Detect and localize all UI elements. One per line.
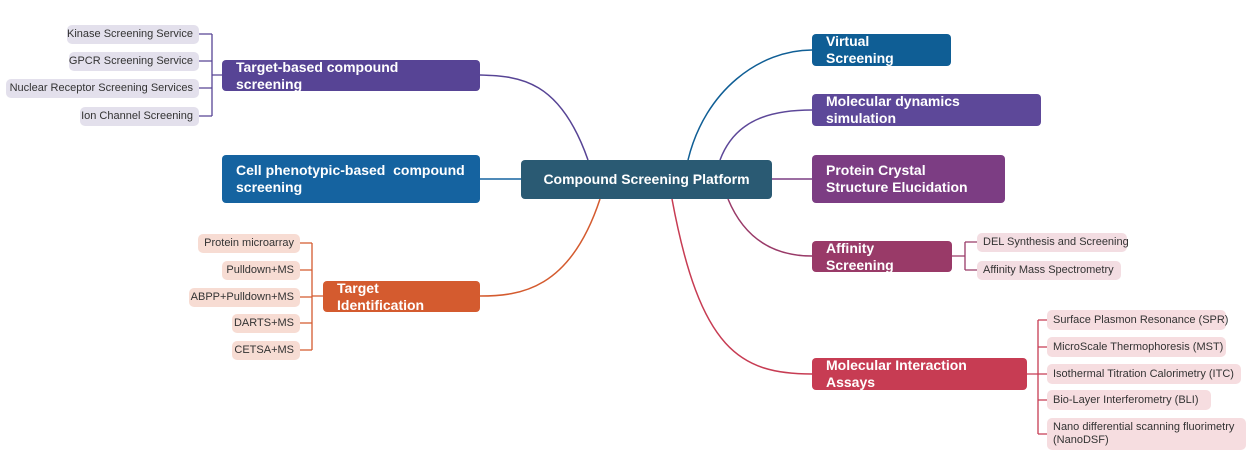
leaf-gpcr-screening-label: GPCR Screening Service bbox=[68, 55, 193, 67]
bracket-target-based bbox=[199, 33, 222, 117]
link-molecular-dynamics bbox=[719, 109, 813, 161]
leaf-kinase-screening-label: Kinase Screening Service bbox=[67, 28, 193, 40]
leaf-spr[interactable]: Surface Plasmon Resonance (SPR) bbox=[1047, 310, 1229, 330]
branch-cell-phenotypic-label: Cell phenotypic-based compound screening bbox=[236, 162, 469, 195]
branch-cell-phenotypic[interactable]: Cell phenotypic-based compound screening bbox=[222, 155, 480, 203]
leaf-gpcr-screening[interactable]: GPCR Screening Service bbox=[69, 52, 199, 71]
link-target-based bbox=[479, 74, 589, 161]
leaf-del-synthesis-label: DEL Synthesis and Screening bbox=[983, 236, 1129, 248]
leaf-mst[interactable]: MicroScale Thermophoresis (MST) bbox=[1047, 337, 1226, 357]
branch-molecular-dynamics-label: Molecular dynamics simulation bbox=[826, 93, 960, 126]
leaf-mst-label: MicroScale Thermophoresis (MST) bbox=[1053, 340, 1224, 353]
leaf-protein-microarray-label: Protein microarray bbox=[204, 237, 294, 249]
branch-virtual-screening-label: Virtual Screening bbox=[826, 33, 894, 66]
leaf-cetsa-ms[interactable]: CETSA+MS bbox=[232, 341, 300, 360]
bracket-affinity bbox=[952, 241, 977, 271]
branch-target-identification-label: Target Identification bbox=[337, 279, 425, 313]
branch-virtual-screening[interactable]: Virtual Screening bbox=[812, 33, 951, 66]
leaf-bli-label: Bio-Layer Interferometry (BLI) bbox=[1053, 393, 1199, 406]
leaf-nuclear-receptor-label: Nuclear Receptor Screening Services bbox=[9, 82, 193, 94]
link-target-identification bbox=[479, 198, 601, 297]
leaf-nuclear-receptor[interactable]: Nuclear Receptor Screening Services bbox=[6, 79, 199, 98]
leaf-kinase-screening[interactable]: Kinase Screening Service bbox=[67, 25, 199, 44]
link-molecular-interaction bbox=[671, 198, 813, 375]
branch-affinity-screening-label: Affinity Screening bbox=[826, 239, 894, 273]
leaf-del-synthesis[interactable]: DEL Synthesis and Screening bbox=[977, 233, 1129, 252]
leaf-nanodsf-label: Nano differential scanning fluorimetry (… bbox=[1053, 421, 1235, 446]
leaf-itc[interactable]: Isothermal Titration Calorimetry (ITC) bbox=[1047, 364, 1241, 384]
leaf-affinity-mass-spec[interactable]: Affinity Mass Spectrometry bbox=[977, 261, 1121, 280]
center-node[interactable]: Compound Screening Platform bbox=[521, 160, 772, 199]
branch-protein-crystal[interactable]: Protein Crystal Structure Elucidation bbox=[812, 155, 1005, 203]
bracket-target-identification bbox=[300, 242, 323, 351]
leaf-abpp-pulldown-ms[interactable]: ABPP+Pulldown+MS bbox=[189, 288, 300, 307]
leaf-spr-label: Surface Plasmon Resonance (SPR) bbox=[1053, 313, 1229, 326]
leaf-cetsa-ms-label: CETSA+MS bbox=[234, 344, 294, 356]
branch-molecular-interaction-label: Molecular Interaction Assays bbox=[826, 357, 967, 390]
bracket-molecular-interaction bbox=[1027, 319, 1047, 435]
leaf-pulldown-ms[interactable]: Pulldown+MS bbox=[222, 261, 300, 280]
leaf-abpp-pulldown-ms-label: ABPP+Pulldown+MS bbox=[190, 291, 294, 303]
branch-target-based[interactable]: Target-based compound screening bbox=[222, 58, 480, 92]
leaf-darts-ms[interactable]: DARTS+MS bbox=[232, 314, 300, 333]
leaf-affinity-mass-spec-label: Affinity Mass Spectrometry bbox=[983, 264, 1114, 276]
leaf-darts-ms-label: DARTS+MS bbox=[233, 317, 294, 329]
branch-affinity-screening[interactable]: Affinity Screening bbox=[812, 239, 952, 273]
branch-protein-crystal-label: Protein Crystal Structure Elucidation bbox=[826, 162, 968, 195]
leaf-nanodsf[interactable]: Nano differential scanning fluorimetry (… bbox=[1047, 418, 1246, 450]
branch-molecular-interaction[interactable]: Molecular Interaction Assays bbox=[812, 357, 1027, 390]
branch-target-identification[interactable]: Target Identification bbox=[323, 279, 480, 313]
branch-target-based-label: Target-based compound screening bbox=[236, 58, 399, 92]
link-affinity-screening bbox=[727, 198, 813, 257]
leaf-ion-channel-label: Ion Channel Screening bbox=[81, 110, 193, 122]
leaf-ion-channel[interactable]: Ion Channel Screening bbox=[80, 107, 199, 126]
leaf-protein-microarray[interactable]: Protein microarray bbox=[198, 234, 300, 253]
link-virtual-screening bbox=[687, 49, 813, 161]
branch-molecular-dynamics[interactable]: Molecular dynamics simulation bbox=[812, 93, 1041, 126]
leaf-pulldown-ms-label: Pulldown+MS bbox=[226, 264, 294, 276]
leaf-itc-label: Isothermal Titration Calorimetry (ITC) bbox=[1053, 367, 1234, 380]
leaf-bli[interactable]: Bio-Layer Interferometry (BLI) bbox=[1047, 390, 1211, 410]
center-node-label: Compound Screening Platform bbox=[543, 171, 750, 187]
